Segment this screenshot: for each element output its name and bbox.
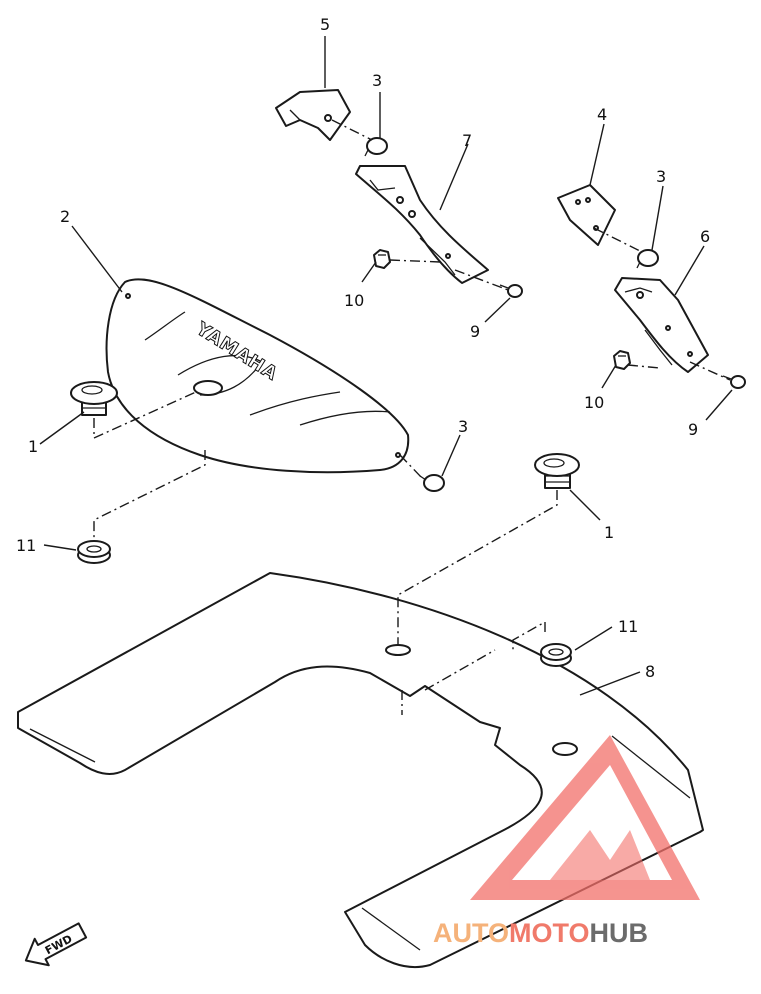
callout-7: 7 — [462, 131, 472, 150]
callout-3-cowling: 3 — [458, 417, 468, 436]
watermark-moto: MOTO — [509, 918, 590, 948]
callout-8: 8 — [645, 662, 655, 681]
part-3-screw-right — [636, 249, 659, 269]
part-9-bolt-right — [722, 375, 746, 389]
part-3-screw-cowling — [419, 474, 445, 492]
svg-text:AUTOMOTOHUB: AUTOMOTOHUB — [433, 918, 648, 948]
part-10-nut-right — [613, 350, 631, 370]
leader-lines — [39, 36, 733, 696]
watermark-text: AUTOMOTOHUB — [433, 918, 648, 948]
watermark-logo — [470, 735, 700, 900]
part-4-piece — [557, 184, 616, 246]
watermark-logo-mark — [470, 735, 700, 900]
callout-11-left: 11 — [16, 536, 36, 555]
part-2-top-cowling: YAMAHA — [105, 278, 410, 474]
callout-3-right: 3 — [656, 167, 666, 186]
callout-9-left: 9 — [470, 322, 480, 341]
callout-10-right: 10 — [584, 393, 604, 412]
part-11-grommet-right — [540, 643, 572, 667]
part-3-screw-top — [364, 137, 388, 157]
plate-hole-right — [552, 742, 578, 756]
callout-3-top: 3 — [372, 71, 382, 90]
part-9-bolt-left — [499, 284, 523, 298]
watermark-auto: AUTO — [433, 918, 509, 948]
callout-6: 6 — [700, 227, 710, 246]
part-6-plate — [614, 277, 709, 373]
cowling-oil-cap-hole — [193, 380, 223, 396]
callout-2: 2 — [60, 207, 70, 226]
callout-11-right: 11 — [618, 617, 638, 636]
watermark-hub: HUB — [590, 918, 649, 948]
part-1-cap-left — [70, 381, 118, 416]
callout-4: 4 — [597, 105, 607, 124]
part-5-bracket — [275, 89, 351, 141]
plate-hole-center — [385, 644, 411, 656]
part-11-grommet-left — [77, 540, 111, 564]
part-7-plate — [355, 165, 489, 284]
part-1-cap-right — [534, 453, 580, 489]
callout-5: 5 — [320, 15, 330, 34]
callout-1-right: 1 — [604, 523, 614, 542]
callout-1-left: 1 — [28, 437, 38, 456]
assembly-lines — [93, 119, 731, 715]
fwd-arrow: FWD — [24, 922, 88, 967]
part-10-nut-left — [373, 249, 391, 269]
callout-9-right: 9 — [688, 420, 698, 439]
callouts: 5 3 7 4 3 6 2 10 9 10 9 3 1 11 1 11 8 — [16, 15, 710, 681]
callout-10-left: 10 — [344, 291, 364, 310]
